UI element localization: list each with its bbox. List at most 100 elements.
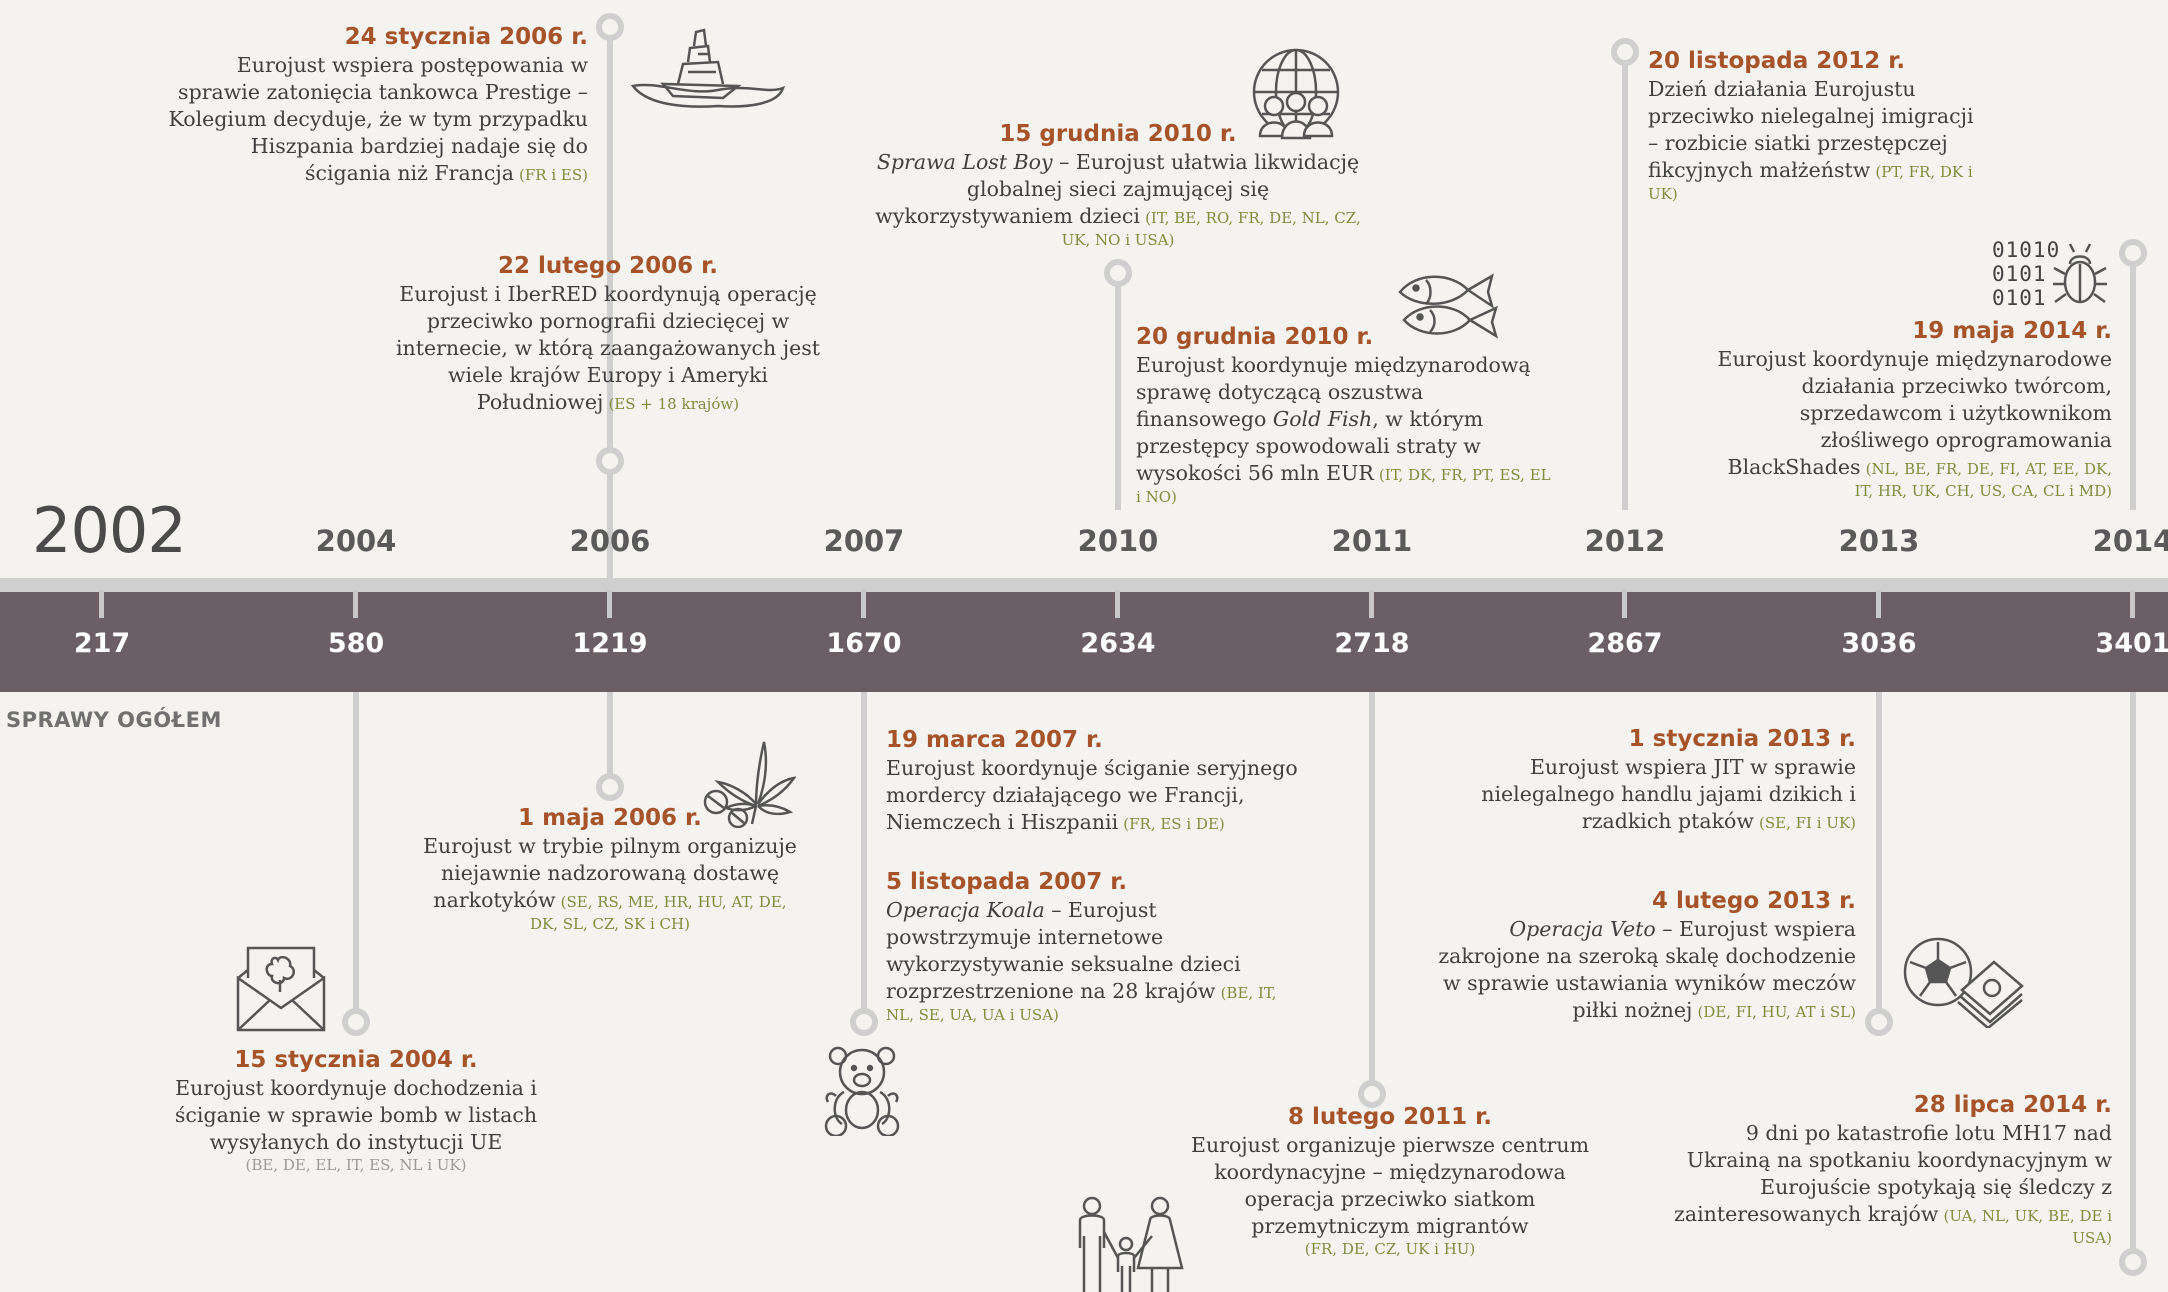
event-2007-03-19: 19 marca 2007 r. Eurojust koordynuje ści… (886, 725, 1306, 836)
case-count: 2867 (1587, 628, 1663, 659)
event-countries: (DE, FI, HU, AT i SL) (1697, 1003, 1856, 1021)
year-label: 2010 (1077, 524, 1159, 558)
globe-people-icon (1250, 46, 1342, 144)
event-date: 28 lipca 2014 r. (1913, 1092, 2112, 1118)
event-text: Dzień działania Eurojustu przeciwko niel… (1648, 77, 1974, 182)
connector-line (2130, 692, 2136, 1258)
event-marker (596, 447, 624, 475)
event-countries: (IT, DK, FR, PT, ES, EL i NO) (1136, 466, 1551, 506)
event-2013-02-04: 4 lutego 2013 r. Operacja Veto – Eurojus… (1436, 886, 1856, 1024)
event-2010-12-15: 15 grudnia 2010 r. Sprawa Lost Boy – Eur… (870, 119, 1366, 249)
event-text: Eurojust wspiera JIT w sprawie nielegaln… (1481, 755, 1856, 833)
event-text-rest: – Eurojust wspiera zakrojone na szeroką … (1438, 917, 1856, 1022)
year-tick (1622, 590, 1627, 618)
connector-line (607, 30, 613, 578)
event-2014-05-19: 19 maja 2014 r. Eurojust koordynuje międ… (1706, 316, 2112, 500)
case-count: 2634 (1080, 628, 1156, 659)
year-tick (353, 590, 358, 618)
case-count: 2718 (1334, 628, 1410, 659)
event-2006-01-24: 24 stycznia 2006 r. Eurojust wspiera pos… (160, 22, 588, 187)
case-count: 3036 (1841, 628, 1917, 659)
year-tick (99, 590, 104, 618)
year-tick (607, 590, 612, 618)
event-2012-11-20: 20 listopada 2012 r. Dzień działania Eur… (1648, 46, 1986, 203)
event-date: 20 grudnia 2010 r. (1136, 324, 1374, 350)
year-label: 2011 (1331, 524, 1413, 558)
event-text: Eurojust w trybie pilnym organizuje niej… (423, 834, 797, 912)
event-date: 4 lutego 2013 r. (1652, 888, 1856, 914)
event-date: 20 listopada 2012 r. (1648, 48, 1906, 74)
case-name: Gold Fish (1272, 407, 1373, 431)
event-date: 15 grudnia 2010 r. (999, 121, 1237, 147)
event-text: Operacja Veto – Eurojust wspiera zakrojo… (1438, 917, 1856, 1022)
event-marker (2119, 1248, 2147, 1276)
event-countries: (FR i ES) (519, 166, 588, 184)
year-label: 2012 (1584, 524, 1666, 558)
year-tick (2130, 590, 2135, 618)
event-marker (1865, 1008, 1893, 1036)
start-year-label: 2002 (32, 494, 187, 567)
event-date: 1 stycznia 2013 r. (1628, 726, 1856, 752)
event-2014-07-28: 28 lipca 2014 r. 9 dni po katastrofie lo… (1656, 1090, 2112, 1247)
case-count: 217 (73, 628, 131, 659)
event-text: Sprawa Lost Boy – Eurojust ułatwia likwi… (875, 150, 1359, 228)
event-text: Eurojust wspiera postępowania w sprawie … (168, 53, 588, 185)
event-marker (342, 1008, 370, 1036)
tanker-ship-icon (628, 26, 788, 116)
event-countries: (FR, ES i DE) (1123, 815, 1225, 833)
event-2010-12-20: 20 grudnia 2010 r. Eurojust koordynuje m… (1136, 322, 1556, 506)
event-date: 15 stycznia 2004 r. (234, 1047, 478, 1073)
event-countries: (ES + 18 krajów) (608, 395, 740, 413)
event-countries: (BE, DE, EL, IT, ES, NL i UK) (245, 1156, 467, 1174)
event-text: Eurojust koordynuje międzynarodową spraw… (1136, 353, 1531, 485)
event-date: 19 marca 2007 r. (886, 727, 1103, 753)
connector-line (861, 692, 867, 1018)
event-countries: (NL, BE, FR, DE, FI, AT, EE, DK, IT, HR,… (1854, 460, 2112, 500)
connector-line (1622, 55, 1628, 510)
letter-bomb-icon (234, 944, 328, 1034)
case-name: Operacja Veto (1509, 917, 1656, 941)
event-countries: (UA, NL, UK, BE, DE i USA) (1943, 1207, 2112, 1247)
case-count: 580 (327, 628, 385, 659)
event-2006-02-22: 22 lutego 2006 r. Eurojust i IberRED koo… (388, 251, 828, 416)
event-text-part: Eurojust koordynuje międzynarodową spraw… (1136, 353, 1531, 431)
event-date: 5 listopada 2007 r. (886, 869, 1128, 895)
event-2011-02-08: 8 lutego 2011 r. Eurojust organizuje pie… (1180, 1102, 1600, 1258)
football-money-icon (1902, 932, 2024, 1028)
event-2004-01-15: 15 stycznia 2004 r. Eurojust koordynuje … (160, 1045, 552, 1174)
connector-line (2130, 256, 2136, 510)
teddy-bear-icon (822, 1046, 902, 1136)
event-countries: (FR, DE, CZ, UK i HU) (1304, 1240, 1476, 1258)
year-label: 2004 (315, 524, 397, 558)
event-2013-01-01: 1 stycznia 2013 r. Eurojust wspiera JIT … (1476, 724, 1856, 835)
case-name: Sprawa Lost Boy (876, 150, 1053, 174)
migrant-family-icon (1072, 1196, 1190, 1292)
year-label: 2006 (569, 524, 651, 558)
event-countries: (PT, FR, DK i UK) (1648, 163, 1973, 203)
event-countries: (SE, FI i UK) (1759, 814, 1856, 832)
event-date: 24 stycznia 2006 r. (344, 24, 588, 50)
event-countries: (BE, IT, NL, SE, UA, UA i USA) (886, 984, 1277, 1024)
event-marker (1358, 1080, 1386, 1108)
event-text: Eurojust koordynuje ściganie seryjnego m… (886, 756, 1298, 834)
event-marker (850, 1008, 878, 1036)
event-text: Eurojust koordynuje międzynarodowe dział… (1717, 347, 2112, 479)
total-cases-label: SPRAWY OGÓŁEM (6, 708, 222, 732)
event-countries: (SE, RS, ME, HR, HU, AT, DE, DK, SL, CZ,… (530, 893, 787, 933)
connector-line (1115, 276, 1121, 510)
event-text-rest: – Eurojust ułatwia likwidację globalnej … (875, 150, 1360, 228)
binary-row: 0101 (1992, 262, 2047, 286)
event-marker (2119, 239, 2147, 267)
connector-line (607, 692, 613, 784)
year-tick (1876, 590, 1881, 618)
event-2006-05-01: 1 maja 2006 r. Eurojust w trybie pilnym … (420, 803, 800, 933)
event-text: 9 dni po katastrofie lotu MH17 nad Ukrai… (1674, 1121, 2112, 1226)
event-text: Eurojust i IberRED koordynują operację p… (395, 282, 820, 414)
event-marker (1104, 259, 1132, 287)
event-marker (596, 773, 624, 801)
year-tick (1115, 590, 1120, 618)
drugs-leaf-pill-icon (700, 738, 796, 828)
event-date: 1 maja 2006 r. (518, 805, 702, 831)
year-label: 2007 (823, 524, 905, 558)
case-count: 1219 (572, 628, 648, 659)
